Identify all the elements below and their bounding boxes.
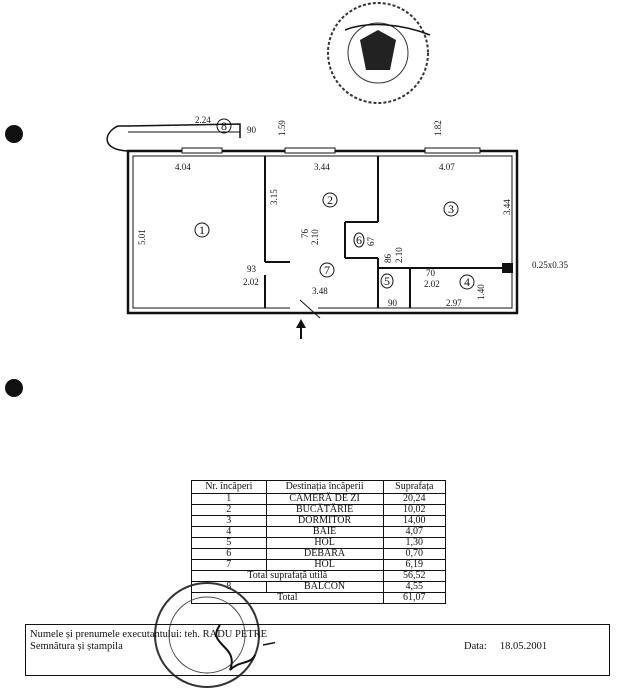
room-marker-3: 3 xyxy=(443,201,459,217)
dim-bedroom-depth: 3.44 xyxy=(502,199,512,215)
rooms-table: Nr. încăperi Destinația încăperii Supraf… xyxy=(191,480,447,604)
header-nr: Nr. încăperi xyxy=(191,480,267,494)
header-area: Suprafața xyxy=(382,480,447,494)
floor-plan-drawing: 2.24 90 1.59 1.82 4.04 3.44 4.07 5.01 3.… xyxy=(5,2,569,397)
pillar xyxy=(502,263,513,273)
room-number: 3 xyxy=(448,202,454,216)
top-seal xyxy=(327,2,431,104)
room-number: 4 xyxy=(464,275,470,289)
room-marker-7: 7 xyxy=(319,262,335,278)
dim-hall5-side: 86 xyxy=(383,254,393,264)
outer-wall-inner xyxy=(132,155,513,309)
room-marker-4: 4 xyxy=(459,274,475,290)
dim-storage-width: 67 xyxy=(366,237,376,247)
dim-hall-width: 3.48 xyxy=(312,286,328,296)
date-field: Data: 18.05.2001 xyxy=(464,641,547,652)
floor-plan: 2.24 90 1.59 1.82 4.04 3.44 4.07 5.01 3.… xyxy=(5,2,569,397)
window xyxy=(284,147,336,154)
room-marker-6: 6 xyxy=(353,232,365,248)
window xyxy=(181,147,223,154)
date-value: 18.05.2001 xyxy=(499,641,548,652)
dim-living-door-h: 2.02 xyxy=(243,277,259,287)
dim-bath-door-w: 70 xyxy=(426,268,436,278)
dim-living-width: 4.04 xyxy=(175,162,191,172)
useful-total-row: Total suprafață utilă 56,52 xyxy=(191,570,447,582)
dim-kitchen-depth: 3.15 xyxy=(269,189,279,205)
room-number: 8 xyxy=(221,119,227,133)
arrow-up-icon xyxy=(296,319,306,339)
room-number: 2 xyxy=(327,193,333,207)
dim-bath-depth: 1.40 xyxy=(476,284,486,300)
dim-kitchen-width: 3.44 xyxy=(314,162,330,172)
signature-box: Numele și prenumele executantului: teh. … xyxy=(25,624,610,676)
window xyxy=(424,147,481,154)
dim-hall5-side-h: 2.10 xyxy=(394,247,404,263)
dim-pillar: 0.25x0.35 xyxy=(532,260,569,270)
dim-living-depth: 5.01 xyxy=(137,229,147,245)
total-value: 61,07 xyxy=(382,592,447,604)
dim-bath-width: 2.97 xyxy=(446,298,462,308)
room-number: 1 xyxy=(199,223,205,237)
room-marker-2: 2 xyxy=(322,192,338,208)
dim-window-2: 1.82 xyxy=(433,120,443,136)
dim-bath-door-h: 2.02 xyxy=(424,279,440,289)
table-header-row: Nr. încăperi Destinația încăperii Supraf… xyxy=(191,480,447,494)
dim-bedroom-width: 4.07 xyxy=(439,162,455,172)
dim-living-door-w: 93 xyxy=(247,264,257,274)
header-dest: Destinația încăperii xyxy=(265,480,384,494)
balcony-outline xyxy=(106,123,241,152)
punch-hole xyxy=(5,125,23,143)
dim-kitchen-door-h: 2.10 xyxy=(310,229,320,245)
dim-kitchen-door: 76 xyxy=(300,229,310,239)
executant-label: Numele și prenumele executantului: teh. … xyxy=(30,629,268,640)
room-number: 5 xyxy=(384,274,390,288)
useful-total-value: 56,52 xyxy=(382,570,447,582)
date-label: Data: xyxy=(464,641,487,652)
dim-window-1: 1.59 xyxy=(277,120,287,136)
dim-balcony-width: 2.24 xyxy=(195,115,211,125)
dim-balcony-depth: 90 xyxy=(247,125,257,135)
table-row: 8 BALCON 4,55 xyxy=(191,581,447,593)
punch-hole xyxy=(5,379,23,397)
room-marker-5: 5 xyxy=(380,273,394,289)
bottom-stamp xyxy=(154,582,275,688)
signature-label: Semnătura și ștampila xyxy=(30,641,123,652)
dim-hall5-width: 90 xyxy=(388,298,398,308)
room-marker-8: 8 xyxy=(216,118,232,134)
room-marker-1: 1 xyxy=(194,222,210,238)
room-number: 6 xyxy=(356,233,362,247)
room-number: 7 xyxy=(324,263,330,277)
